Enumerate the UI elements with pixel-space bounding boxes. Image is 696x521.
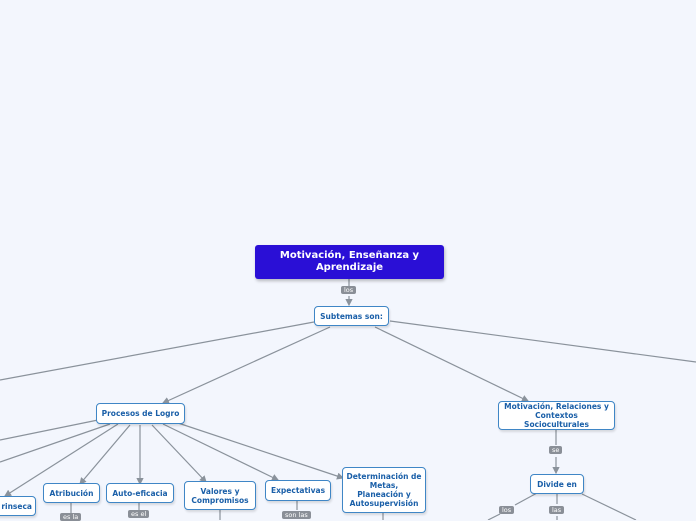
link-label: se [549,446,563,454]
node-intrinseca[interactable]: rinseca [0,496,36,516]
link-label: es el [128,510,150,518]
connector-line [389,320,696,363]
root-node-title[interactable]: Motivación, Enseñanza y Aprendizaje [255,245,444,279]
link-label: las [549,506,565,514]
connector-line [161,326,331,404]
node-motivacion-relaciones[interactable]: Motivación, Relaciones y Contextos Socio… [498,401,615,430]
link-label: es la [60,513,82,521]
connector-line [162,423,280,481]
link-label: los [341,286,357,294]
node-subtemas[interactable]: Subtemas son: [314,306,389,326]
node-atribucion[interactable]: Atribución [43,483,100,503]
connector-line [0,423,111,463]
connector-line [487,513,501,520]
connector-line [0,321,315,381]
connector-line [3,423,119,497]
connector-line [151,424,207,483]
node-valores-y-compromisos[interactable]: Valores y Compromisos [184,481,256,510]
node-auto-eficacia[interactable]: Auto-eficacia [106,483,174,503]
node-divide-en[interactable]: Divide en [530,474,584,494]
connector-line [581,493,637,520]
connector-line [374,326,530,402]
link-label: los [499,506,515,514]
node-expectativas[interactable]: Expectativas [265,480,331,501]
connector-line [79,424,131,485]
connector-line [0,419,99,441]
connector-line [174,421,345,480]
link-label: son las [282,511,311,519]
node-procesos-de-logro[interactable]: Procesos de Logro [96,403,185,424]
connector-line [514,492,538,506]
node-determinacion-de-metas[interactable]: Determinación de Metas, Planeación y Aut… [342,467,426,513]
